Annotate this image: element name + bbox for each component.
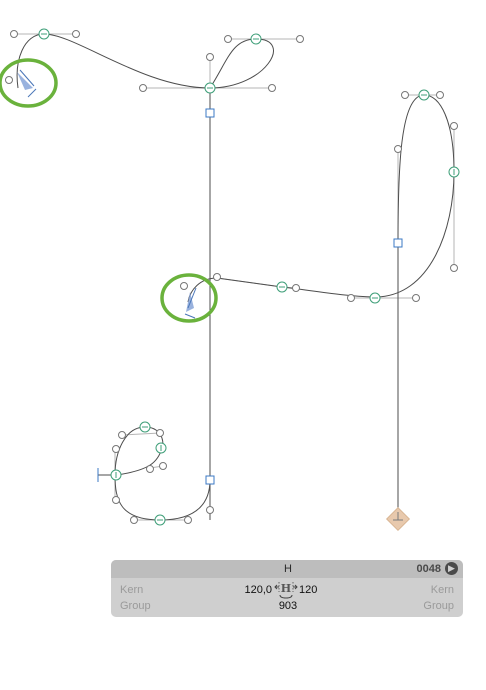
kern-right-label[interactable]: Kern xyxy=(430,584,454,596)
highlight-ring-top xyxy=(0,58,58,108)
glyph-info-panel: H 0048 ▶ Kern Group Kern Group 120,0 120… xyxy=(111,560,463,617)
handle-lines xyxy=(14,33,455,521)
group-left-label[interactable]: Group xyxy=(120,600,151,612)
kern-left-label[interactable]: Kern xyxy=(120,584,144,596)
left-sidebearing-value[interactable]: 120,0 xyxy=(244,584,272,596)
right-sidebearing-value[interactable]: 120 xyxy=(299,584,318,596)
on-curve-node-ticks xyxy=(41,33,455,521)
highlight-ring-middle xyxy=(160,273,218,323)
handle-points[interactable] xyxy=(5,30,458,524)
glyph-info-header xyxy=(111,560,463,578)
right-arrow-circle-icon[interactable]: ▶ xyxy=(445,562,458,575)
glyph-width-value[interactable]: 903 xyxy=(278,600,298,612)
group-right-label[interactable]: Group xyxy=(423,600,454,612)
path-start-arrow-icon[interactable] xyxy=(184,287,197,319)
highlight-rings xyxy=(0,58,218,323)
corner-nodes[interactable] xyxy=(205,108,403,485)
glyph-outline[interactable] xyxy=(16,33,455,521)
unicode-value: 0048 xyxy=(416,563,441,575)
on-curve-nodes[interactable] xyxy=(38,28,460,526)
path-start-arrow-icon[interactable] xyxy=(17,69,37,98)
metric-glyph-letter: H xyxy=(281,582,291,595)
glyph-name: H xyxy=(284,563,292,575)
anchor-diamond-icon[interactable] xyxy=(385,506,411,532)
sidebearing-metrics-icon: H xyxy=(274,582,298,599)
